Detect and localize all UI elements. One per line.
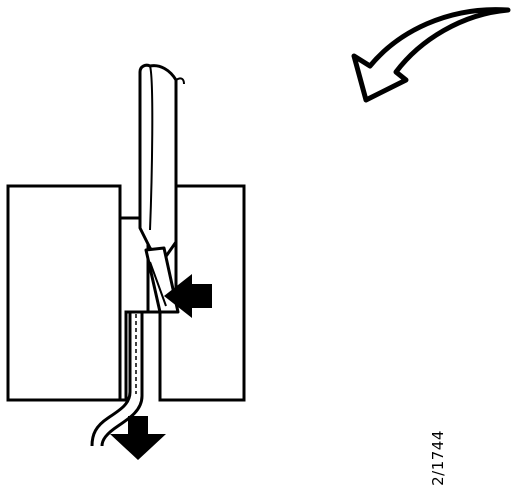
arrow-left-icon bbox=[164, 274, 212, 318]
wire bbox=[90, 312, 144, 447]
curved-arrow-icon bbox=[351, 7, 511, 103]
extraction-tool bbox=[138, 63, 185, 314]
figure-id-label: 2/1744 bbox=[429, 430, 447, 486]
arrow-down-icon bbox=[110, 416, 166, 460]
